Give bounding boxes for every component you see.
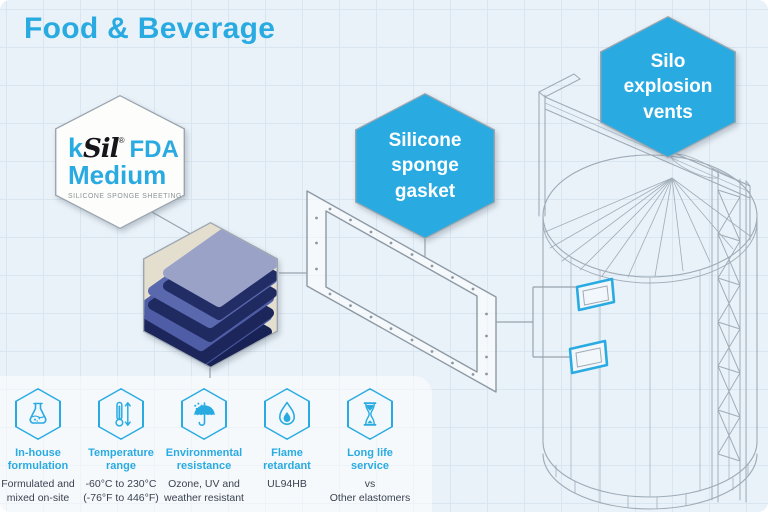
feature-desc: Formulated and mixed on-site (1, 477, 75, 504)
feature-desc: -60°C to 230°C (-76°F to 446°F) (83, 477, 159, 504)
sponge-sheets-photo (144, 229, 277, 367)
feature-title: In-house formulation (7, 447, 69, 472)
silo-vent-2 (568, 339, 609, 375)
feature-long-life-service: Long life service vs Other elastomers (324, 388, 416, 505)
callout-silo-explosion-vents: Silo explosion vents (600, 16, 736, 158)
brand-sil: Sil (83, 134, 120, 164)
feature-title: Long life service (347, 447, 393, 472)
ksil-brand-logo: kSil® FDA Medium SILICONE SPONGE SHEETING (55, 95, 185, 229)
feature-desc: UL94HB (267, 477, 307, 490)
callout-gasket-label: Silicone sponge gasket (388, 130, 462, 202)
brand-medium: Medium (68, 160, 167, 190)
hourglass-icon (363, 402, 377, 426)
sponge-photo-hexagon (143, 222, 278, 368)
feature-inhouse-formulation: In-house formulation Formulated and mixe… (0, 388, 84, 505)
gasket-bolt-holes (315, 207, 488, 376)
gasket-drawing (306, 190, 497, 393)
feature-environmental-resistance: Environmental resistance Ozone, UV and w… (158, 388, 250, 505)
brand-tagline: SILICONE SPONGE SHEETING (68, 193, 182, 201)
feature-title: Flame retardant (263, 447, 311, 472)
feature-temperature-range: Temperature range -60°C to 230°C (-76°F … (75, 388, 167, 505)
silo-drawing (538, 73, 758, 510)
flame-icon (279, 401, 295, 425)
umbrella-rain-icon (194, 402, 215, 426)
ksil-badge-hexagon: kSil® FDA Medium SILICONE SPONGE SHEETING (55, 95, 185, 229)
feature-desc: Ozone, UV and weather resistant (164, 477, 244, 504)
feature-desc: vs Other elastomers (329, 477, 411, 504)
thermometer-icon (115, 401, 131, 427)
callout-silicone-sponge-gasket: Silicone sponge gasket (355, 93, 495, 239)
brand-k: k (68, 133, 84, 163)
brand-fda: FDA (129, 136, 179, 163)
registered-mark: ® (118, 136, 125, 145)
callout-silo-label: Silo explosion vents (623, 51, 713, 123)
silo-vent-1 (575, 277, 616, 312)
feature-flame-retardant: Flame retardant UL94HB (241, 388, 333, 492)
feature-title: Environmental resistance (165, 447, 243, 472)
page-title: Food & Beverage (24, 12, 276, 45)
feature-title: Temperature range (88, 447, 154, 472)
flask-icon (29, 402, 47, 424)
